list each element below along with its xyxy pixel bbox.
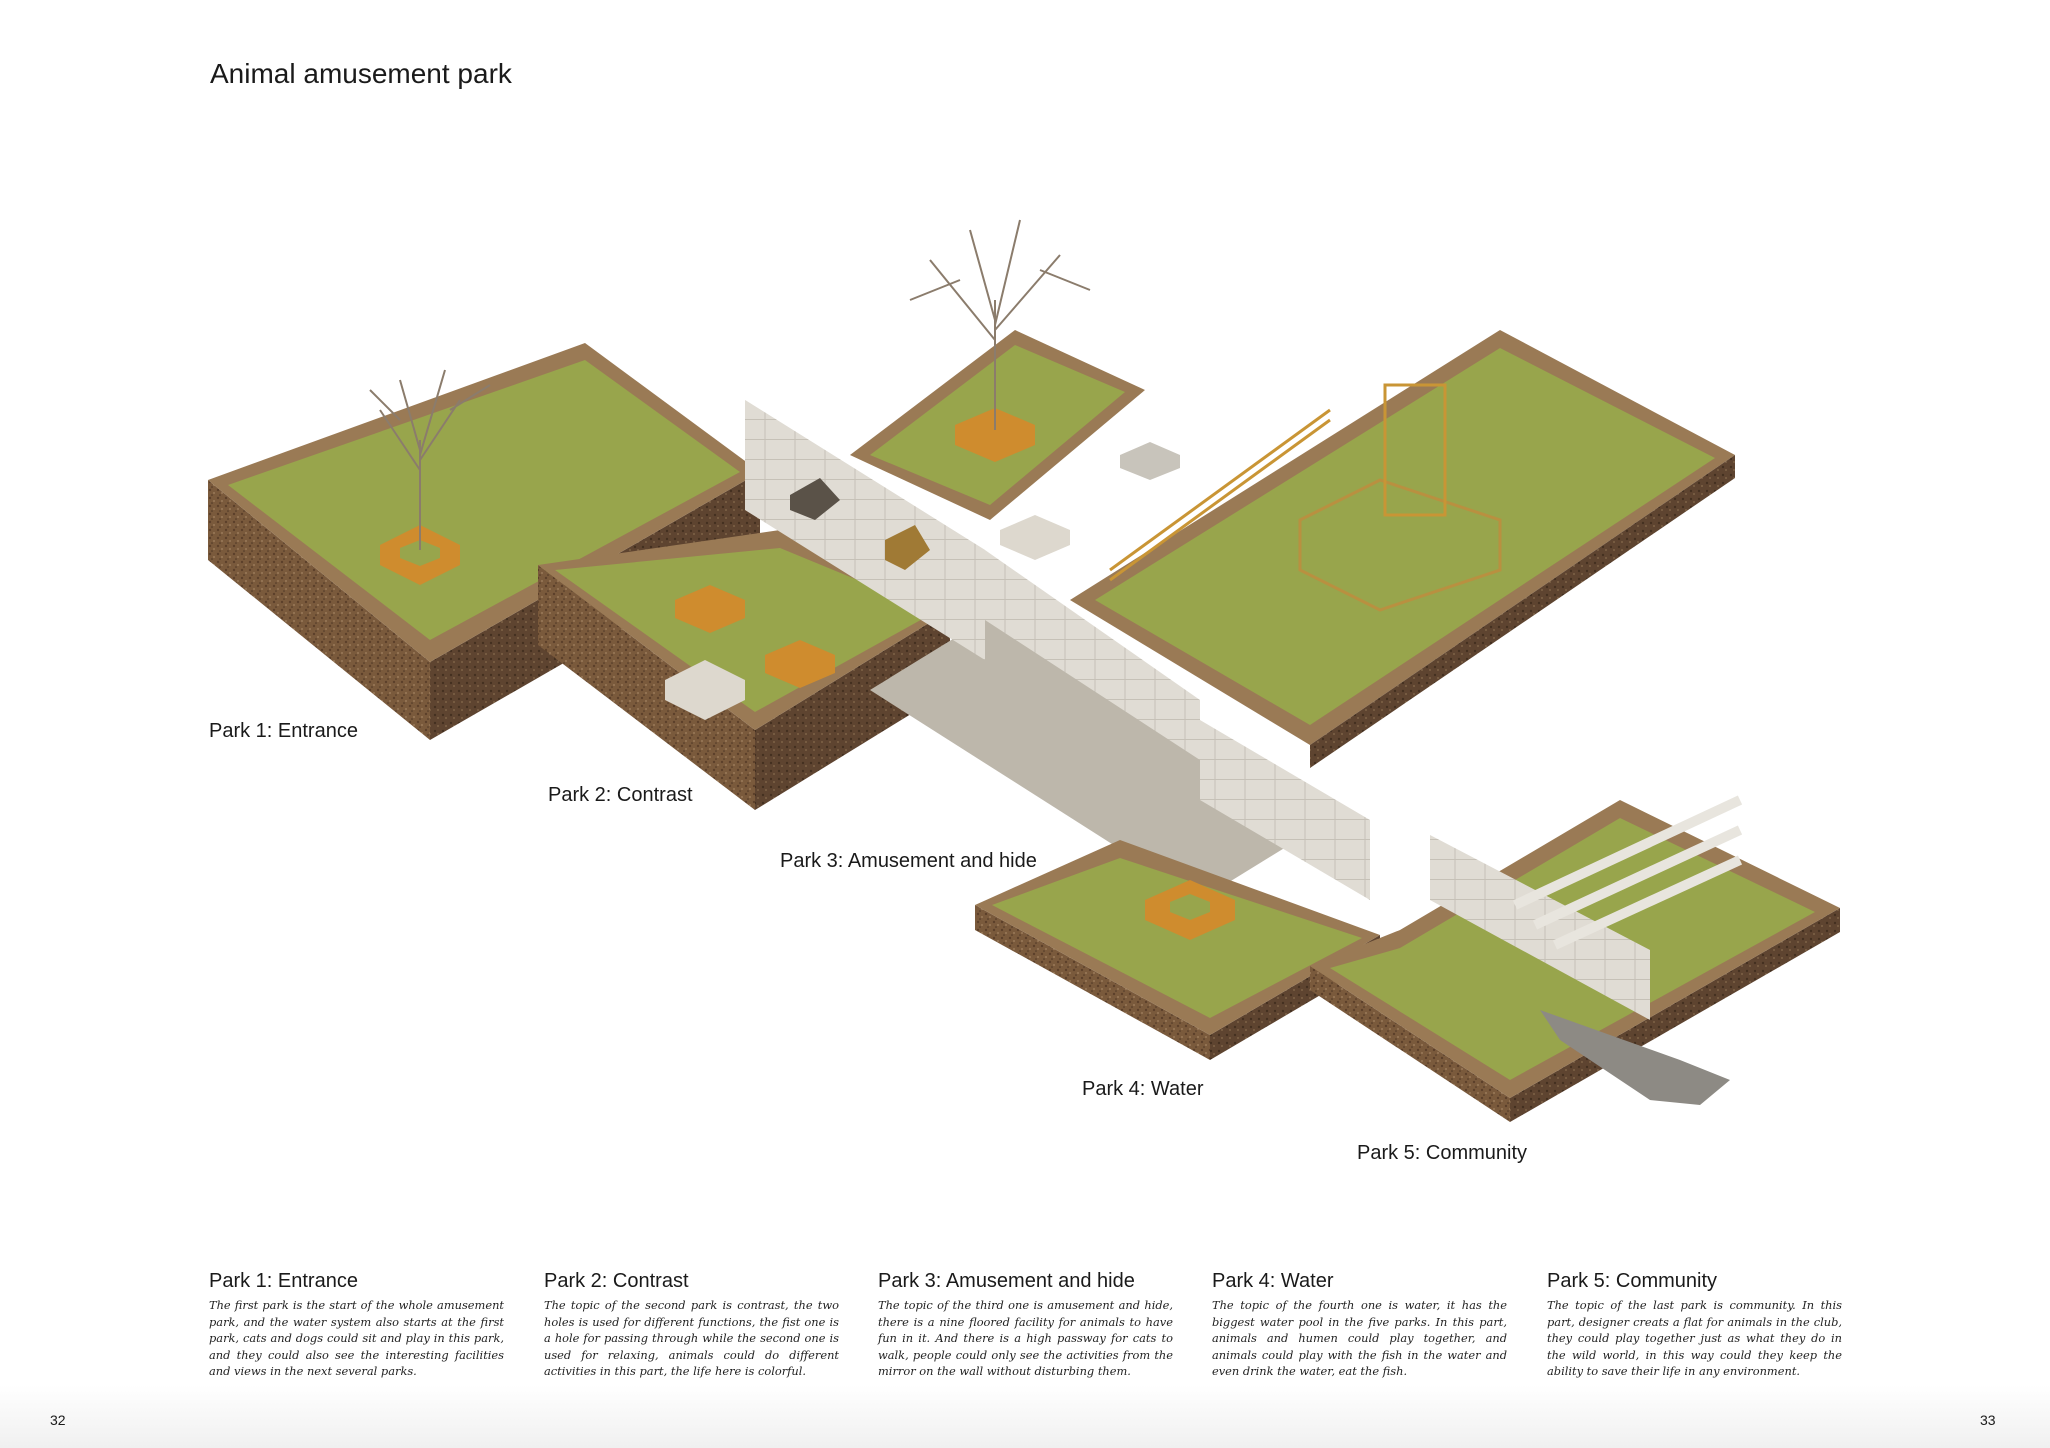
description-text: The topic of the third one is amusement … [878,1298,1173,1379]
bottom-shadow [0,1385,2050,1448]
description-text: The topic of the last park is community.… [1547,1298,1842,1379]
description-heading: Park 4: Water [1212,1270,1334,1292]
label-park-2: Park 2: Contrast [548,784,693,806]
description-heading: Park 1: Entrance [209,1270,358,1292]
description-park-4: Park 4: Water The topic of the fourth on… [1212,1270,1507,1380]
description-text: The topic of the second park is contrast… [544,1298,839,1379]
description-park-5: Park 5: Community The topic of the last … [1547,1270,1842,1380]
park-1-entrance-block [208,343,760,740]
description-heading: Park 2: Contrast [544,1270,689,1292]
page-number-right: 33 [1980,1412,1996,1428]
page-number-left: 32 [50,1412,66,1428]
description-heading: Park 3: Amusement and hide [878,1270,1135,1292]
trees [369,219,1091,550]
description-park-1: Park 1: Entrance The first park is the s… [209,1270,504,1380]
label-park-4: Park 4: Water [1082,1078,1204,1100]
description-park-2: Park 2: Contrast The topic of the second… [544,1270,839,1380]
label-park-1: Park 1: Entrance [209,720,358,742]
park-3-amusement-block [850,330,1735,900]
description-text: The topic of the fourth one is water, it… [1212,1298,1507,1379]
description-text: The first park is the start of the whole… [209,1298,504,1379]
label-park-3: Park 3: Amusement and hide [780,850,1037,872]
park-4-water-block [975,840,1380,1060]
label-park-5: Park 5: Community [1357,1142,1528,1164]
description-park-3: Park 3: Amusement and hide The topic of … [878,1270,1173,1380]
page-title: Animal amusement park [210,58,512,89]
park-2-contrast-block [538,530,950,810]
hexagon-planters [380,408,1235,940]
play-tower [1109,383,1502,612]
description-heading: Park 5: Community [1547,1270,1718,1292]
community-frame [1512,795,1743,950]
